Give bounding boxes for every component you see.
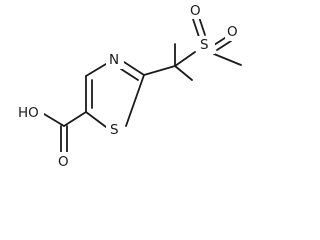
bond-n3-c4 [85, 63, 107, 77]
atom-label-oxygen-top: O [190, 3, 201, 19]
atom-label-oxygen-right: O [227, 24, 238, 40]
atom-oxygen-carbonyl: O [56, 152, 74, 170]
bond-c2-n3-double-2 [120, 68, 139, 81]
atom-label-nitrogen-ring: N [109, 52, 119, 68]
atom-hydroxyl: HO [16, 104, 44, 122]
atom-oxygen-top: O [188, 2, 204, 19]
atom-label-hydroxyl: HO [18, 105, 39, 121]
atom-label-oxygen-carbonyl: O [58, 154, 69, 170]
atom-label-sulfur-sulfonyl: S [200, 37, 209, 53]
bond-c-methyl-right [174, 65, 193, 81]
bond-s-o-top-2 [198, 16, 206, 36]
bond-s-methyl [213, 53, 242, 66]
bond-s-quaternary-c [174, 51, 196, 67]
atom-nitrogen-ring: N [106, 51, 124, 69]
bond-c-c2 [143, 65, 176, 76]
atom-labels: O S O N S HO O [16, 2, 243, 170]
bond-c5-s1 [85, 111, 107, 128]
bonds [43, 16, 242, 153]
bond-c2-n3-double-1 [123, 61, 145, 76]
bond-c5-carboxyl-c [63, 111, 87, 127]
bond-s-o-right-2 [216, 40, 232, 51]
atom-label-sulfur-ring: S [110, 122, 119, 138]
chemical-structure: O S O N S HO O [16, 2, 243, 170]
atom-sulfur-ring: S [106, 121, 124, 139]
bond-s-o-top-1 [192, 18, 200, 38]
bond-carboxyl-c-oh [43, 113, 65, 127]
atom-oxygen-right: O [225, 23, 243, 41]
bond-s1-c2 [125, 74, 145, 127]
atom-sulfur-sulfonyl: S [197, 36, 215, 54]
